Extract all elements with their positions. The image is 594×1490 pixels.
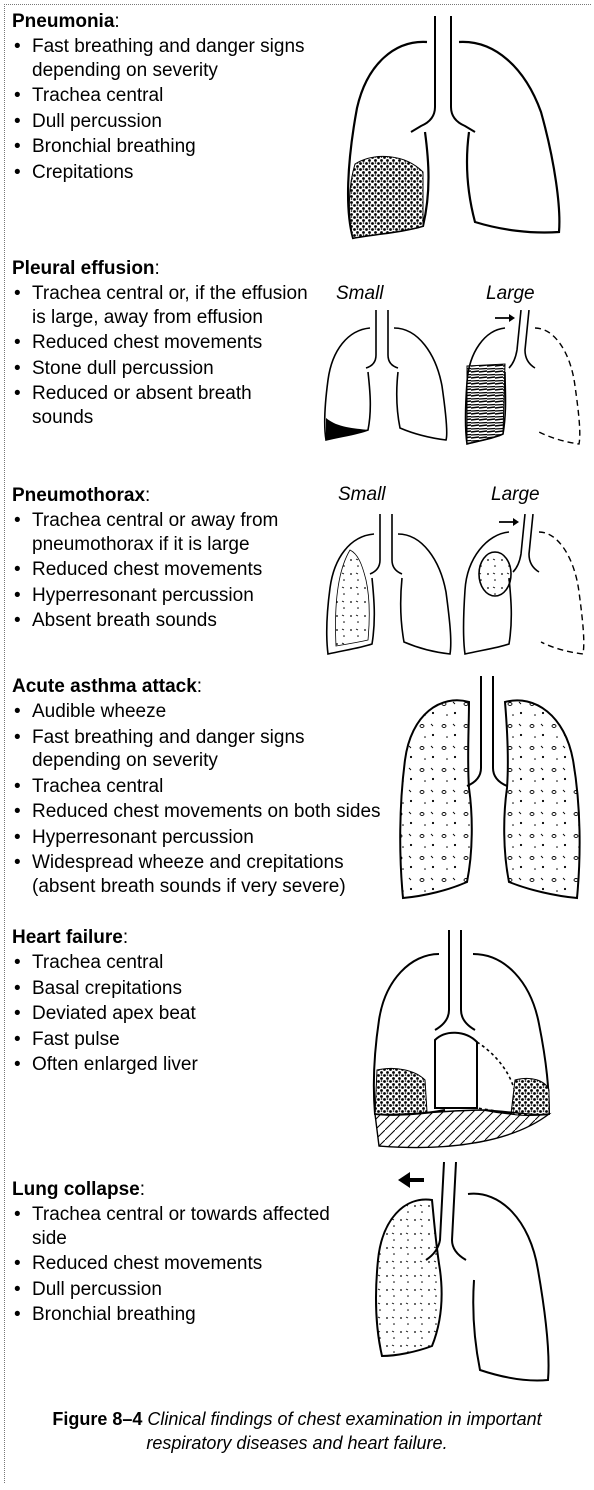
section-title: Pleural effusion:: [12, 257, 312, 280]
list-item: Bronchial breathing: [12, 1303, 332, 1327]
label-small: Small: [336, 283, 384, 305]
label-large: Large: [491, 484, 540, 506]
findings-list: Trachea central or away from pneumothora…: [12, 509, 312, 633]
list-item: Dull percussion: [12, 110, 332, 134]
figure-caption: Figure 8–4 Clinical findings of chest ex…: [30, 1407, 564, 1455]
section-lung-collapse: Lung collapse: Trachea central or toward…: [12, 1178, 332, 1329]
list-item: Fast breathing and danger signs dependin…: [12, 726, 392, 773]
list-item: Trachea central: [12, 84, 332, 108]
caption-label: Figure 8–4: [52, 1409, 142, 1429]
list-item: Hyperresonant percussion: [12, 826, 392, 850]
section-title: Pneumonia:: [12, 10, 332, 33]
section-pleural-effusion: Pleural effusion: Trachea central or, if…: [12, 257, 312, 431]
asthma-lung-illustration: [395, 676, 585, 908]
list-item: Reduced or absent breath sounds: [12, 382, 312, 429]
list-item: Trachea central or, if the effusion is l…: [12, 282, 312, 329]
list-item: Reduced chest movements on both sides: [12, 800, 392, 824]
findings-list: Fast breathing and danger signs dependin…: [12, 35, 332, 184]
effusion-small-illustration: [318, 310, 453, 445]
list-item: Trachea central: [12, 775, 392, 799]
section-title: Acute asthma attack:: [12, 675, 392, 698]
list-item: Reduced chest movements: [12, 1252, 332, 1276]
list-item: Often enlarged liver: [12, 1053, 342, 1077]
effusion-large-illustration: [455, 310, 585, 450]
pneumothorax-large-illustration: [457, 514, 587, 659]
list-item: Fast pulse: [12, 1028, 342, 1052]
section-title: Heart failure:: [12, 926, 342, 949]
section-title: Pneumothorax:: [12, 484, 312, 507]
label-large: Large: [486, 283, 535, 305]
list-item: Audible wheeze: [12, 700, 392, 724]
heart-failure-lung-illustration: [365, 930, 565, 1156]
findings-list: Trachea central or, if the effusion is l…: [12, 282, 312, 429]
list-item: Dull percussion: [12, 1278, 332, 1302]
list-item: Bronchial breathing: [12, 135, 332, 159]
findings-list: Audible wheeze Fast breathing and danger…: [12, 700, 392, 898]
pneumothorax-small-illustration: [320, 514, 455, 659]
findings-list: Trachea central or towards affected side…: [12, 1203, 332, 1327]
list-item: Trachea central or away from pneumothora…: [12, 509, 312, 556]
findings-list: Trachea central Basal crepitations Devia…: [12, 951, 342, 1077]
list-item: Trachea central or towards affected side: [12, 1203, 332, 1250]
list-item: Hyperresonant percussion: [12, 584, 312, 608]
pneumonia-lung-illustration: [335, 12, 570, 244]
list-item: Deviated apex beat: [12, 1002, 342, 1026]
list-item: Widespread wheeze and crepitations (abse…: [12, 851, 392, 898]
section-acute-asthma: Acute asthma attack: Audible wheeze Fast…: [12, 675, 392, 900]
list-item: Stone dull percussion: [12, 357, 312, 381]
list-item: Basal crepitations: [12, 977, 342, 1001]
section-pneumonia: Pneumonia: Fast breathing and danger sig…: [12, 10, 332, 186]
list-item: Fast breathing and danger signs dependin…: [12, 35, 332, 82]
section-heart-failure: Heart failure: Trachea central Basal cre…: [12, 926, 342, 1079]
caption-text: Clinical findings of chest examination i…: [146, 1409, 541, 1453]
section-pneumothorax: Pneumothorax: Trachea central or away fr…: [12, 484, 312, 635]
label-small: Small: [338, 484, 386, 506]
lung-collapse-illustration: [370, 1160, 560, 1392]
list-item: Reduced chest movements: [12, 331, 312, 355]
list-item: Absent breath sounds: [12, 609, 312, 633]
list-item: Reduced chest movements: [12, 558, 312, 582]
list-item: Trachea central: [12, 951, 342, 975]
list-item: Crepitations: [12, 161, 332, 185]
section-title: Lung collapse:: [12, 1178, 332, 1201]
